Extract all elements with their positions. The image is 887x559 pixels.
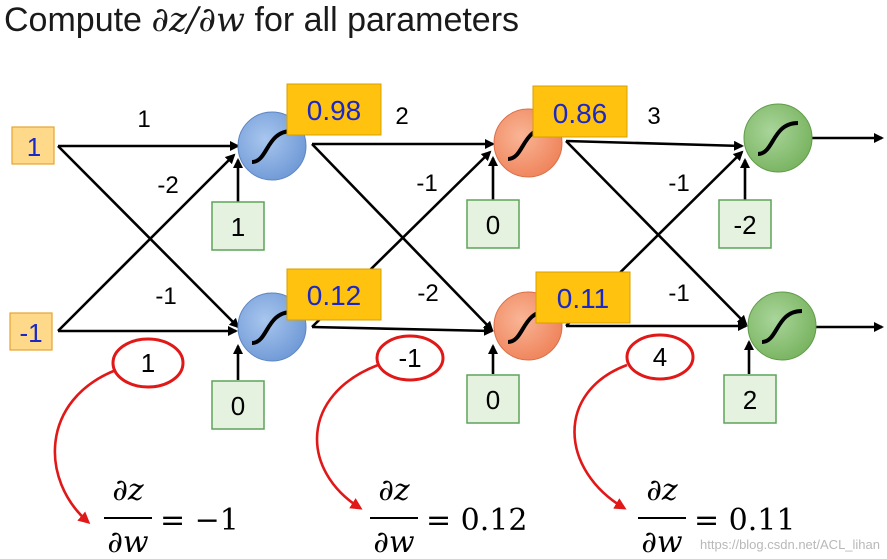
input-2: -1 — [9, 312, 53, 351]
weight-l3-bottom-top: -1 — [668, 170, 689, 197]
output-l1-top-value: 0.98 — [307, 95, 362, 126]
red-arrow-1 — [53, 368, 117, 524]
bias-l1-top-value: 1 — [231, 212, 245, 242]
bias-l3-bottom-value: 2 — [743, 385, 757, 415]
bias-l2-bottom: 0 — [466, 374, 520, 424]
watermark: https://blog.csdn.net/ACL_lihan — [700, 537, 880, 552]
title-text: Compute — [4, 1, 152, 39]
derivative-3-value: = 0.11 — [694, 503, 795, 538]
sigmoid-icon — [757, 121, 799, 156]
layer1-connections — [57, 141, 243, 380]
highlight-weight-l2: -1 — [375, 334, 445, 382]
input-1-value: 1 — [27, 132, 41, 162]
derivative-1: ∂z ∂w = −1 — [104, 473, 239, 559]
derivative-2-numerator: ∂z — [378, 473, 410, 508]
red-arrows — [53, 363, 628, 524]
bias-l3-top-value: -2 — [733, 210, 756, 240]
weight-l3-top-bottom: -1 — [668, 280, 689, 307]
output-l1-bottom-value: 0.12 — [307, 280, 362, 311]
neuron-l3-bottom — [747, 291, 817, 361]
page-title: Compute ∂z/∂w for all parameters — [4, 0, 519, 40]
output-l2-top-value: 0.86 — [553, 98, 608, 129]
weight-l2-bottom-top: -1 — [416, 170, 437, 197]
bias-l2-top-value: 0 — [486, 210, 500, 240]
bias-l3-bottom: 2 — [723, 374, 777, 424]
highlight-weight-l1: 1 — [111, 337, 185, 389]
bias-l1-bottom-value: 0 — [231, 391, 245, 421]
red-arrow-3 — [573, 363, 628, 510]
output-box-l2-top: 0.86 — [532, 85, 628, 138]
bias-l2-bottom-value: 0 — [486, 385, 500, 415]
bias-l3-top: -2 — [718, 199, 772, 249]
sigmoid-icon — [761, 309, 803, 344]
weight-l1-top-bottom: -2 — [157, 172, 178, 199]
weight-l2-top-top: 2 — [395, 103, 408, 130]
edge-in2-n11 — [57, 153, 236, 332]
red-arrow-2 — [315, 363, 379, 510]
highlight-weight-l2-value: -1 — [398, 343, 421, 373]
neuron-l3-top — [743, 103, 813, 173]
output-l2-bottom-value: 0.11 — [557, 283, 609, 314]
bias-l1-bottom: 0 — [211, 380, 265, 430]
layer3-connections — [565, 133, 884, 374]
highlight-weight-l3-value: 4 — [653, 342, 667, 372]
input-1: 1 — [11, 126, 55, 165]
edge-in1-n12 — [57, 145, 240, 329]
derivative-2-denominator: ∂w — [373, 525, 415, 559]
weight-l3-top-top: 3 — [647, 103, 660, 130]
output-box-l1-bottom: 0.12 — [286, 268, 382, 321]
title-suffix: for all parameters — [245, 1, 520, 39]
sigmoid-icon — [251, 129, 293, 164]
bias-l2-top: 0 — [466, 199, 520, 249]
edge-n12-n22 — [311, 325, 494, 336]
edge-n21-n32 — [565, 140, 748, 326]
derivative-3-numerator: ∂z — [646, 473, 678, 508]
derivative-2-value: = 0.12 — [426, 503, 527, 538]
derivative-2: ∂z ∂w = 0.12 — [370, 473, 527, 559]
derivative-1-numerator: ∂z — [112, 473, 144, 508]
bias-l1-top: 1 — [211, 201, 265, 251]
sigmoid-icon — [251, 310, 293, 345]
derivative-3: ∂z ∂w = 0.11 — [638, 473, 795, 559]
derivative-3-denominator: ∂w — [641, 525, 683, 559]
title-math: ∂z/∂w — [151, 0, 246, 40]
output-box-l1-top: 0.98 — [286, 83, 382, 136]
layer2-connections — [311, 139, 498, 374]
edge-n21-n31 — [565, 139, 744, 151]
derivative-1-denominator: ∂w — [107, 525, 149, 559]
highlight-weight-l3: 4 — [625, 333, 695, 381]
input-2-value: -1 — [19, 318, 42, 348]
weight-l2-top-bottom: -2 — [417, 280, 438, 307]
highlight-weight-l1-value: 1 — [141, 348, 155, 378]
weight-l1-top-top: 1 — [137, 106, 150, 133]
output-box-l2-bottom: 0.11 — [535, 271, 631, 324]
derivative-1-value: = −1 — [160, 503, 239, 538]
weight-l1-bottom-top: -1 — [155, 283, 176, 310]
